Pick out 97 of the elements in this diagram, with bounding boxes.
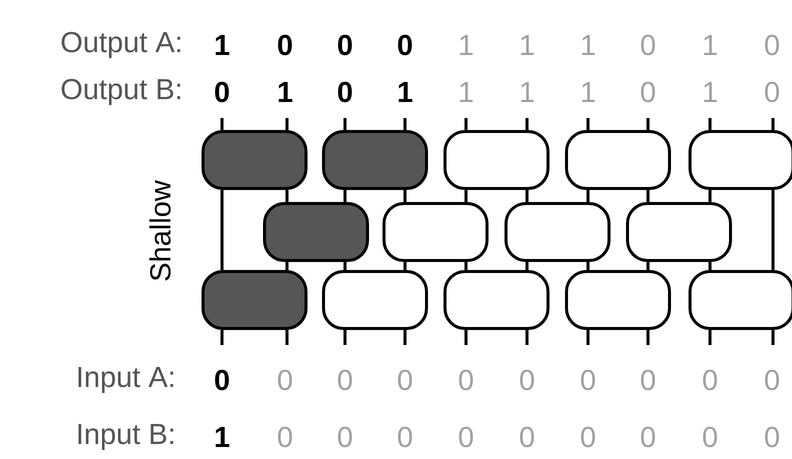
bit-value: 0 [641,82,655,102]
wire [526,190,528,202]
wire [526,262,528,270]
bit-value: 1 [521,82,534,102]
bit-value: 0 [520,426,534,448]
row-label: Output A: [62,32,180,58]
bit-value: 0 [703,426,717,448]
bit-value: 0 [278,370,292,390]
wire [286,118,288,130]
gate-box [322,130,428,190]
bit-value: 0 [581,370,595,390]
bit-value: 1 [460,35,473,55]
bit-value: 0 [641,34,655,56]
wire [404,118,406,130]
wire [220,330,224,345]
gate-box [322,270,428,330]
bit-value: 0 [398,370,412,390]
wire [646,118,650,130]
bit-value: 0 [398,34,412,56]
bit-value: 0 [215,82,229,102]
wire [464,190,468,202]
gate-box [202,130,308,190]
bit-value: 1 [582,82,595,102]
row-label: Input B: [78,424,174,450]
bit-value: 0 [278,426,292,448]
wire [464,262,468,270]
bit-value: 0 [338,82,352,102]
wire [586,118,590,130]
wire [708,262,712,270]
wire [286,262,288,270]
bit-value: 0 [765,370,779,390]
bit-value: 0 [641,426,655,448]
wire [526,330,528,345]
wire [404,190,406,202]
wire [404,262,406,270]
bit-value: 0 [703,370,717,390]
bit-value: 0 [765,82,779,102]
wire [404,330,406,345]
gate-box [688,130,792,190]
wire [464,330,468,345]
wire [586,330,590,345]
wire [526,118,528,130]
wire [646,330,650,345]
bit-value: 0 [520,370,534,390]
bit-value: 1 [216,35,230,55]
wire [586,262,590,270]
bit-value: 1 [460,82,473,102]
wire [344,118,346,130]
gate-box [688,270,792,330]
gate-box [202,270,308,330]
wire [286,190,288,202]
wire [286,330,288,345]
gate-box [565,270,671,330]
bit-value: 0 [215,370,229,390]
gate-box [444,270,550,330]
bit-value: 0 [338,426,352,448]
wire [586,190,590,202]
bit-value: 0 [398,426,412,448]
gate-box [382,202,488,262]
bit-value: 0 [765,34,779,56]
wire [708,330,712,345]
wire [344,330,346,345]
wire [344,190,346,202]
bit-value: 0 [765,426,779,448]
wire [464,118,468,130]
bit-value: 0 [459,370,473,390]
bit-value: 1 [704,82,717,102]
wire [646,262,650,270]
gate-box [263,202,369,262]
bit-value: 0 [338,34,352,56]
row-label: Output B: [62,78,180,106]
wire [708,118,712,130]
wire [772,190,774,270]
wire [344,262,346,270]
wire [772,330,774,345]
wire [646,190,650,202]
row-label: Input A: [78,367,174,393]
depth-label: Shallow [149,180,171,280]
bit-value: 0 [459,426,473,448]
bit-value: 0 [641,370,655,390]
wire [220,190,224,270]
bit-value: 1 [278,82,292,102]
gate-box [444,130,550,190]
bit-value: 1 [582,35,595,55]
wire [772,118,774,130]
gate-box [565,130,671,190]
bit-value: 1 [398,82,412,102]
gate-box [504,202,610,262]
gate-box [626,202,732,262]
wire [220,118,224,130]
bit-value: 1 [216,427,230,447]
bit-value: 0 [338,370,352,390]
bit-value: 1 [521,35,534,55]
wire [708,190,712,202]
bit-value: 0 [278,34,292,56]
bit-value: 0 [581,426,595,448]
bit-value: 1 [704,35,717,55]
